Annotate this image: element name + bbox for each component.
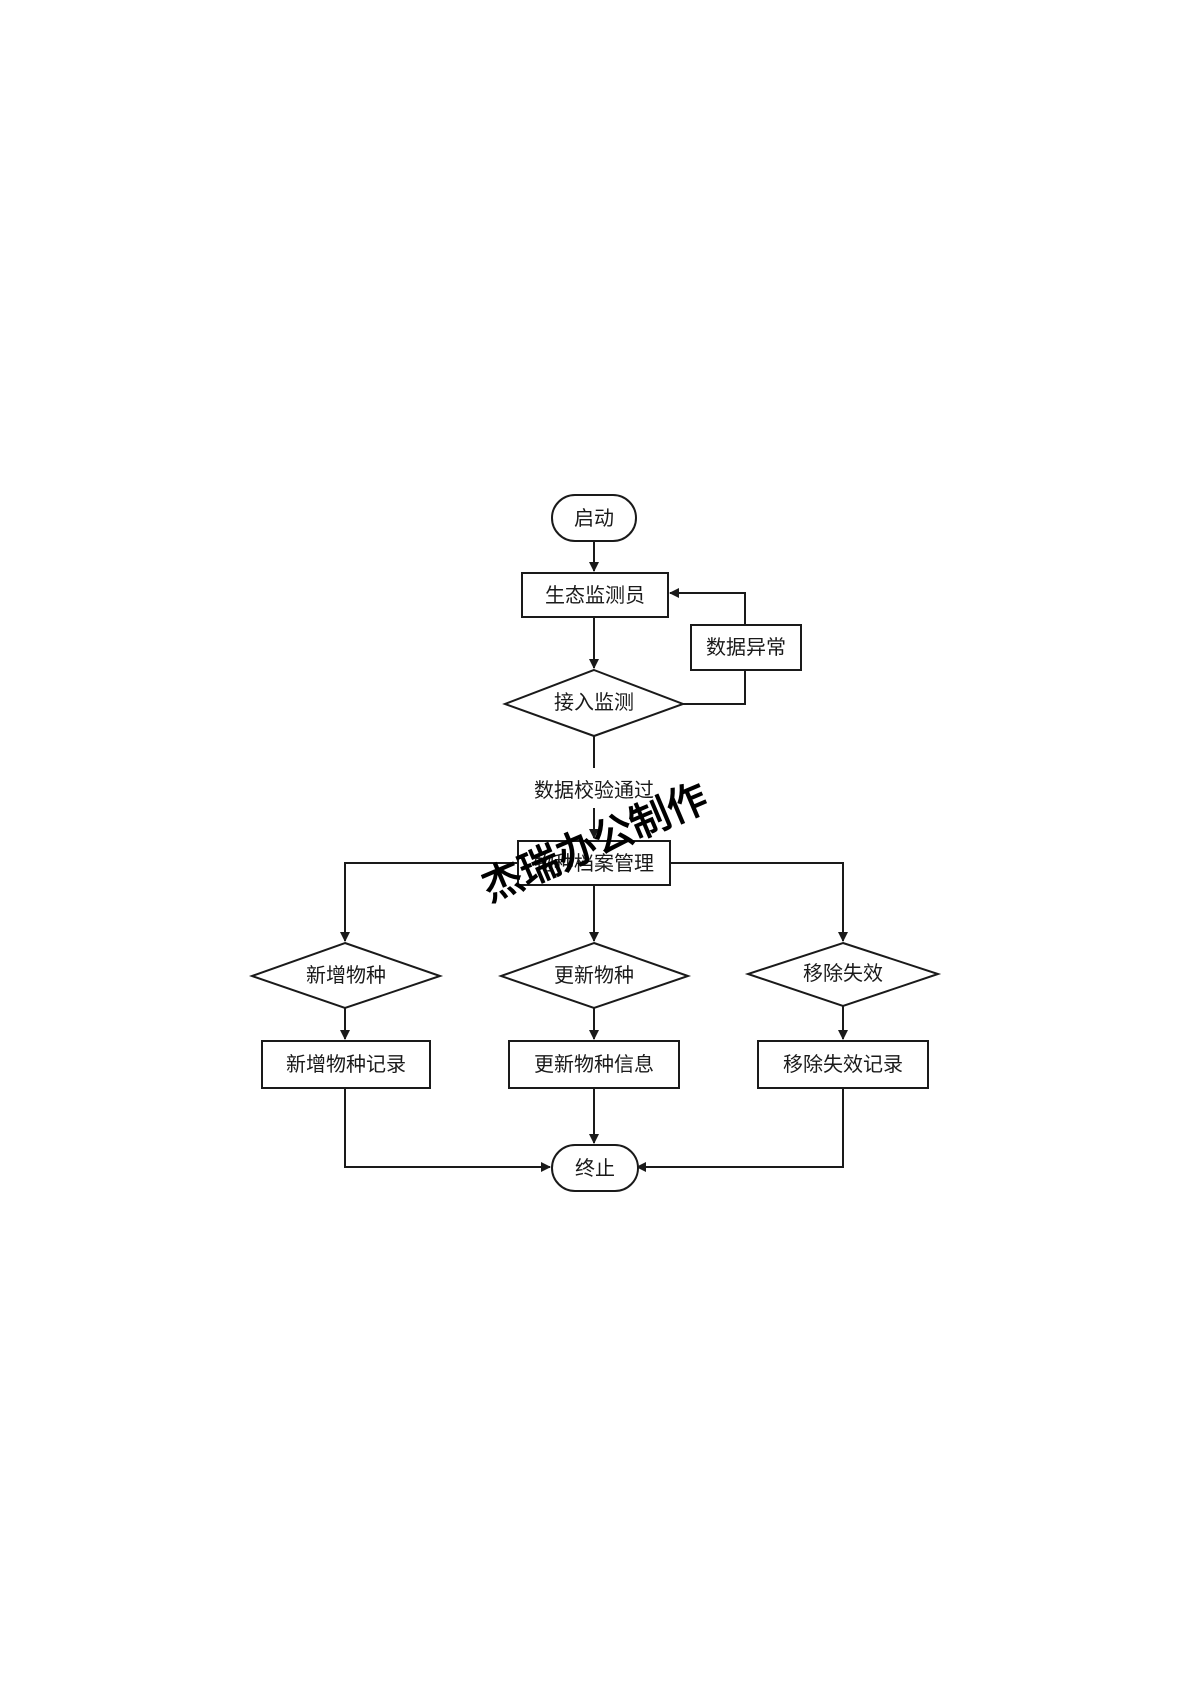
edge-add-record-to-end (344, 1088, 551, 1172)
node-start: 启动 (551, 494, 637, 542)
node-remove-invalid: 移除失效 (744, 941, 942, 1008)
node-start-label: 启动 (574, 506, 614, 530)
node-end: 终止 (551, 1144, 639, 1192)
node-access-monitor: 接入监测 (502, 668, 686, 738)
edge-archive-to-add (340, 862, 518, 942)
node-remove-record: 移除失效记录 (757, 1040, 929, 1089)
edge-abnormal-to-monitor (669, 588, 746, 625)
node-add-record: 新增物种记录 (261, 1040, 431, 1089)
edge-remove-record-to-end (636, 1088, 844, 1172)
edges (340, 541, 848, 1172)
node-archive-mgmt-label: 物种档案管理 (534, 851, 654, 875)
node-remove-record-label: 移除失效记录 (783, 1052, 903, 1076)
node-end-label: 终止 (575, 1156, 615, 1180)
label-validation-passed: 数据校验通过 (534, 778, 654, 802)
node-add-species: 新增物种 (248, 941, 444, 1010)
node-add-record-label: 新增物种记录 (286, 1052, 406, 1076)
node-archive-mgmt: 物种档案管理 (517, 840, 671, 886)
edge-access-to-abnormal (683, 670, 746, 705)
node-data-abnormal: 数据异常 (690, 624, 802, 671)
node-update-info: 更新物种信息 (508, 1040, 680, 1089)
node-update-species-label: 更新物种 (554, 963, 634, 987)
node-monitor-label: 生态监测员 (545, 583, 645, 607)
node-add-species-label: 新增物种 (306, 963, 386, 987)
node-data-abnormal-label: 数据异常 (706, 635, 786, 659)
node-update-info-label: 更新物种信息 (534, 1052, 654, 1076)
node-access-monitor-label: 接入监测 (554, 690, 634, 714)
node-monitor: 生态监测员 (521, 572, 669, 618)
edge-archive-to-remove (670, 862, 848, 942)
node-update-species: 更新物种 (497, 941, 692, 1010)
node-remove-invalid-label: 移除失效 (803, 961, 883, 985)
